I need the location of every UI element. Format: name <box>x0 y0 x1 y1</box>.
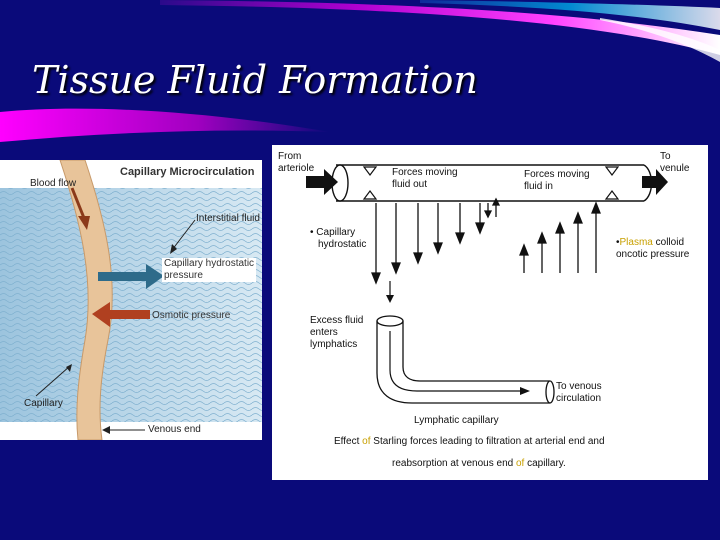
plasma-word: Plasma <box>619 237 653 248</box>
from-arteriole-label: From arteriole <box>278 151 314 175</box>
oncotic-label: oncotic pressure <box>616 249 690 260</box>
forces-in-line1: Forces moving <box>524 169 590 180</box>
excess-line1: Excess fluid <box>310 315 364 326</box>
hydrostatic-out-arrow <box>98 264 164 289</box>
caption-2a: reabsorption at venous end <box>392 458 516 469</box>
from-line1: From <box>278 151 302 162</box>
from-arteriole-arrow <box>306 169 338 195</box>
venous-line2: circulation <box>556 393 602 404</box>
capillary-illustration <box>0 160 262 440</box>
forces-in-label: Forces moving fluid in <box>524 169 590 193</box>
caption-2b: of <box>515 458 525 469</box>
fluid-in-arrows <box>519 201 601 273</box>
plasma-rest: colloid <box>652 237 685 248</box>
to-line1: To <box>660 151 671 162</box>
starling-diagram <box>306 164 668 404</box>
forces-out-label: Forces moving fluid out <box>392 167 458 191</box>
from-line2: arteriole <box>278 163 315 174</box>
caption-1b: of <box>362 436 371 447</box>
fluid-out-arrows <box>371 197 501 285</box>
capillary-microcirculation-heading: Capillary Microcirculation <box>120 166 255 178</box>
caption-line-2: reabsorption at venous end of capillary. <box>392 458 566 470</box>
to-line2: venule <box>660 163 690 174</box>
slide-title: Tissue Fluid Formation <box>32 58 478 102</box>
blood-flow-arrow <box>70 187 86 219</box>
caption-1c: Starling forces leading to filtration at… <box>370 436 605 447</box>
excess-line3: lymphatics <box>310 339 358 350</box>
cap-hydro-line1: Capillary hydrostatic <box>164 258 255 269</box>
capillary-microcirculation-figure: Capillary Microcirculation Blood flow In… <box>0 160 262 440</box>
excess-line2: enters <box>310 327 338 338</box>
plasma-colloid-label: •Plasma colloid oncotic pressure <box>616 237 689 261</box>
caption-2c: capillary. <box>524 458 566 469</box>
to-venous-circulation-label: To venous circulation <box>556 381 602 405</box>
starling-forces-figure: From arteriole To venule Forces moving f… <box>272 145 708 480</box>
caption-line-1: Effect of Starling forces leading to fil… <box>334 436 605 448</box>
header-swoosh-decoration <box>0 0 720 142</box>
cap-hydro-r-line1: • Capillary <box>310 227 356 238</box>
lymphatic-capillary-label: Lymphatic capillary <box>414 415 499 426</box>
osmotic-pressure-label: Osmotic pressure <box>152 310 231 321</box>
caption-1a: Effect <box>334 436 363 447</box>
cap-hydro-r-line2: hydrostatic <box>318 239 367 250</box>
lymphatic-capillary <box>376 281 555 404</box>
venous-line1: To venous <box>556 381 602 392</box>
capillary-hydrostatic-pressure-label: Capillary hydrostatic pressure <box>162 258 257 282</box>
interstitial-fluid-label: Interstitial fluid <box>196 213 260 224</box>
capillary-tube <box>331 164 653 202</box>
blood-flow-label: Blood flow <box>30 178 77 189</box>
venous-end-label: Venous end <box>148 424 201 435</box>
cap-hydro-line2: pressure <box>164 270 203 281</box>
forces-in-line2: fluid in <box>524 181 553 192</box>
forces-out-line1: Forces moving <box>392 167 458 178</box>
capillary-hydrostatic-label: • Capillary hydrostatic <box>310 227 366 251</box>
to-venule-arrow <box>642 169 668 195</box>
forces-out-line2: fluid out <box>392 179 428 190</box>
to-venule-label: To venule <box>660 151 689 175</box>
plasma-prefix: • <box>616 237 620 248</box>
excess-fluid-label: Excess fluid enters lymphatics <box>310 315 363 351</box>
capillary-label: Capillary <box>24 398 63 409</box>
osmotic-in-arrow <box>92 302 150 327</box>
